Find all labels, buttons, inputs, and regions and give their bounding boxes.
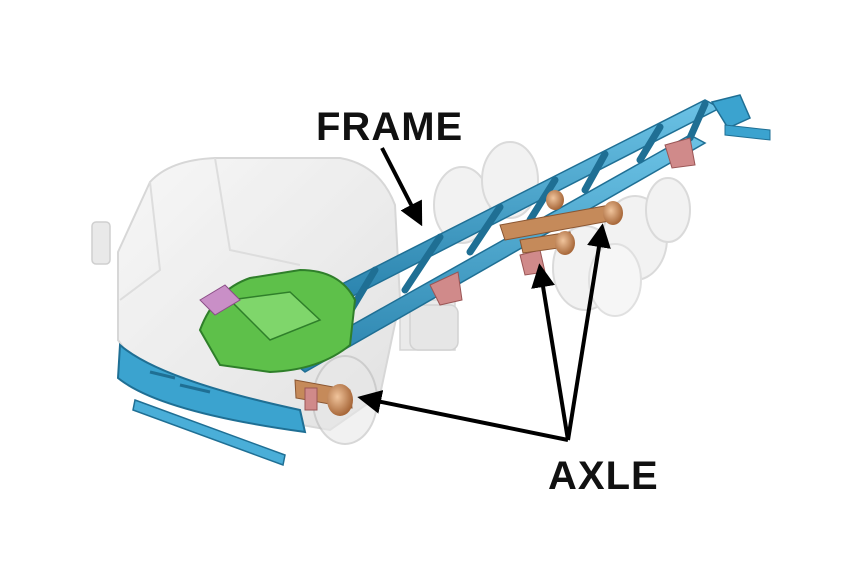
axle-arrow-front <box>357 390 569 442</box>
rear-bumper-bar <box>724 124 771 141</box>
callout-arrows <box>357 147 611 442</box>
axle-label: AXLE <box>548 454 659 498</box>
rear-tail <box>710 94 751 129</box>
frame-arrow <box>380 147 423 227</box>
wheel-rear-5 <box>645 177 691 243</box>
front-axle <box>294 379 353 416</box>
engine-block <box>198 268 357 374</box>
front-bumper <box>116 342 307 467</box>
axle-arrow-rear <box>566 223 611 441</box>
axle-arrow-mid <box>531 263 570 441</box>
mirror <box>91 221 111 265</box>
wheel-rear-6 <box>588 243 642 317</box>
frame-label: FRAME <box>316 105 464 149</box>
fuel-tank <box>409 304 459 351</box>
rear-axles <box>499 190 623 255</box>
